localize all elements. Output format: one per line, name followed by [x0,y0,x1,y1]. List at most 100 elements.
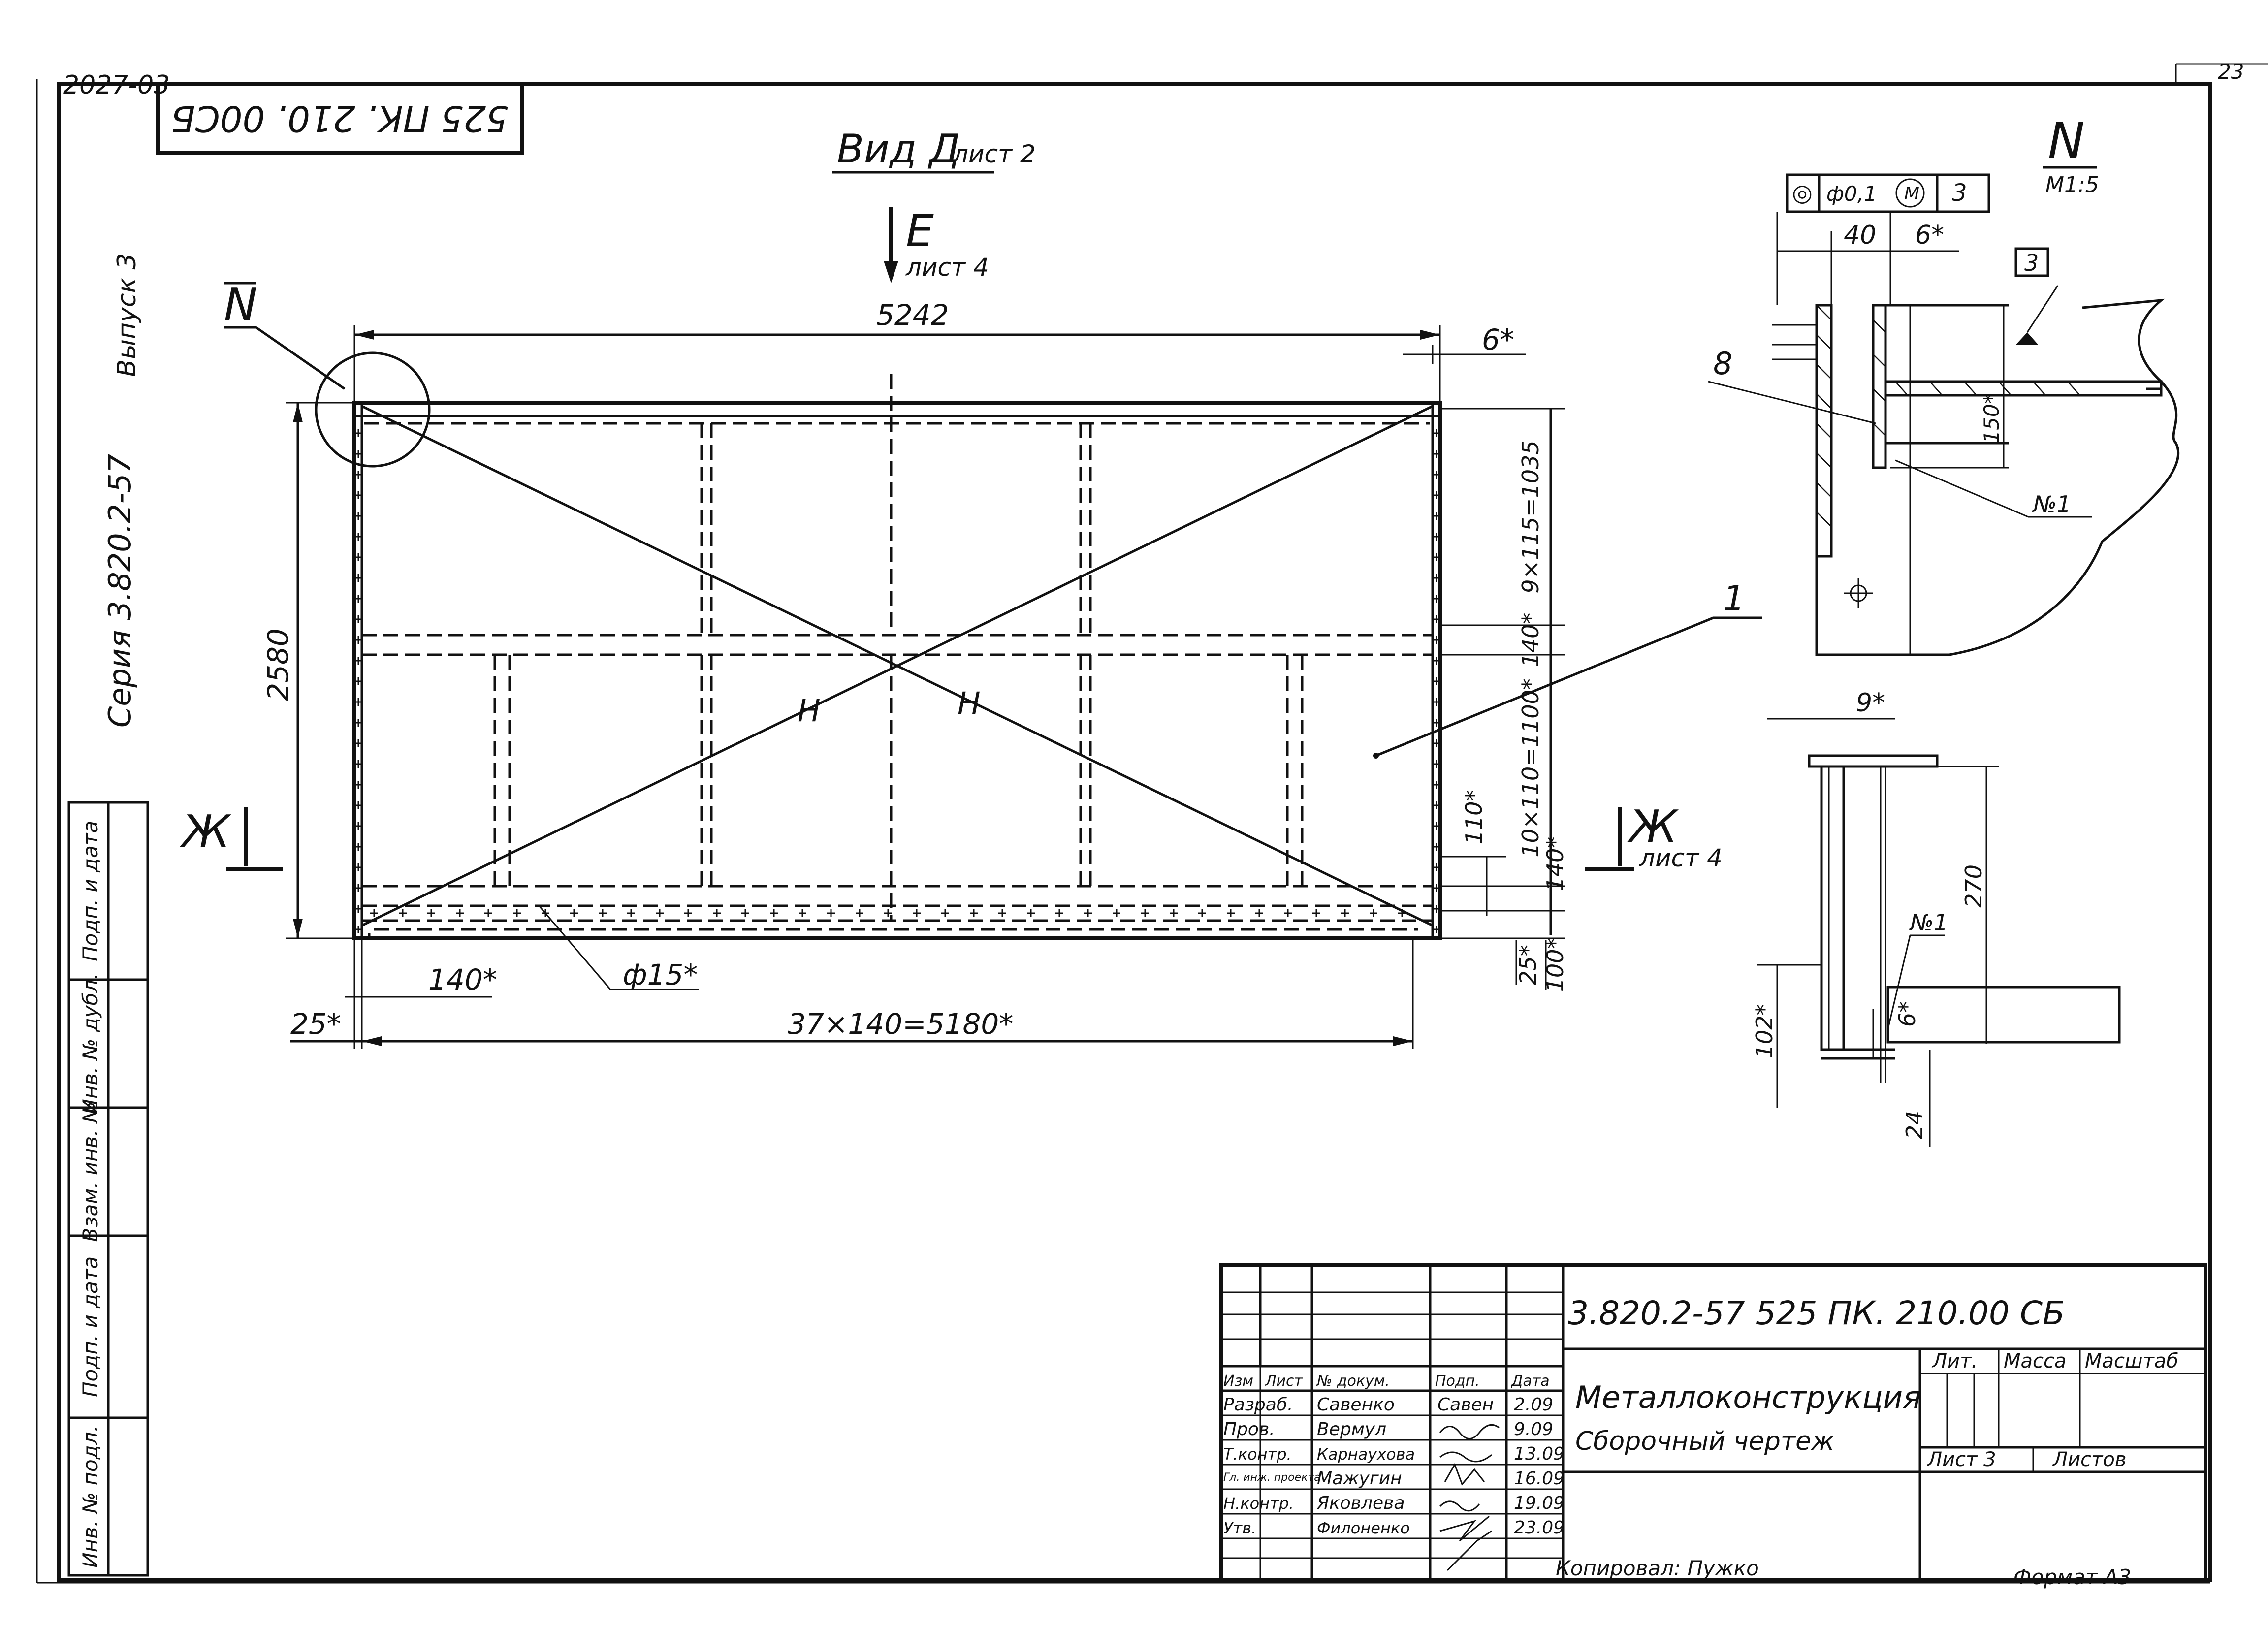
row-role-approver: Утв. [1223,1519,1256,1537]
detail-n-weld-box: 3 [2024,250,2039,276]
bolt-mark [354,553,362,561]
bolt-mark [1341,909,1349,917]
bolt-mark [656,909,664,917]
sheets-total: Листов [2052,1448,2126,1471]
detail-n-title-letter: N [2048,112,2085,169]
bolt-mark [599,909,607,917]
dim-140b-label: 140* [1542,837,1568,892]
issue-label: Выпуск 3 [112,253,142,377]
bolt-mark [354,512,362,520]
bolt-mark [1433,801,1440,809]
section-dim-102: 102* [1751,1004,1778,1059]
product-name: Металлоконструкция [1575,1379,1921,1415]
tolerance-datum: 3 [1952,179,1967,207]
copied-by: Копировал: Пужко [1556,1556,1759,1580]
section-e-marker: Е лист 4 [884,205,989,283]
left-strip-original-inv: Инв. № подл. [78,1425,102,1568]
bolt-mark [1170,909,1178,917]
bolt-mark [354,429,362,437]
bolt-mark [1433,739,1440,747]
detail-n-letter: N [224,279,257,331]
detail-n-marker: N [224,279,431,468]
section-weld-no1: №1 [1909,909,1948,936]
dim-110-label: 110* [1461,790,1487,845]
bolt-mark [998,909,1006,917]
dim-height-2580: 2580 [261,402,354,939]
drawing-type: Сборочный чертеж [1575,1427,1834,1456]
row-date-tech-control: 13.09 [1514,1444,1565,1464]
tolerance-frame: ◎ ф0,1 M 3 [1786,173,1990,213]
bolt-mark [1433,574,1440,582]
bolt-mark [970,909,978,917]
archive-number: 2027-03 [63,70,170,100]
section-dim-24: 24 [1901,1111,1928,1140]
row-date-norm-control: 19.09 [1514,1493,1565,1513]
bolt-mark [1255,909,1263,917]
bolt-mark [513,909,521,917]
tolerance-symbol: ◎ [1792,179,1813,207]
bolt-mark [354,450,362,458]
bolt-mark [941,909,949,917]
detail-n-geometry: 40 6* [1708,212,2180,656]
bolt-mark [354,615,362,623]
detail-n-scale: М1:5 [2045,172,2099,197]
row-date-checker: 9.09 [1514,1419,1553,1439]
bolt-mark [354,719,362,727]
dim-140a-label: 140* [1517,613,1544,668]
rotated-stamp: 525 ПК. 210. 00СБ [156,82,524,155]
bolt-mark [1433,781,1440,789]
dim-25r-label: 25* [1515,945,1541,985]
dim-width-label: 5242 [876,298,949,332]
bolt-mark [354,739,362,747]
detail-n-leader-8: 8 [1713,346,1732,382]
bolt-mark [354,698,362,706]
part-1-label: 1 [1723,578,1745,619]
bolt-mark [884,909,892,917]
row-role-developer: Разраб. [1223,1395,1293,1415]
dim-37x140-label: 37×140=5180* [788,1007,1013,1041]
row-name-approver: Филоненко [1317,1519,1410,1537]
bolt-mark [1284,909,1292,917]
section-e-letter: Е [906,205,934,257]
left-strip: Подп. и дата Инв. № дубл. Взам. инв. № П… [67,801,149,1577]
row-role-chief-engineer: Гл. инж. проекта [1223,1471,1321,1484]
section-zh-right-sheet: лист 4 [1639,844,1723,872]
bolt-mark [1227,909,1235,917]
left-strip-sign-date-1: Подп. и дата [78,821,102,961]
dim-height-label: 2580 [261,628,295,701]
bolt-mark [354,533,362,541]
detail-n-dim-150: 150* [1980,393,2004,443]
section-zh-right-letter: Ж [1627,801,1679,853]
bolt-mark [484,909,492,917]
title-block-rows: Разраб. Савенко Савен 2.09 Пров. Вермул … [1223,1395,1565,1538]
bolt-mark [1433,822,1440,830]
bolt-mark [354,657,362,665]
bolt-mark [354,491,362,499]
bolt-mark [1433,595,1440,603]
bolt-mark [913,909,921,917]
bolt-mark [770,909,778,917]
dim-9x115-label: 9×115=1035 [1517,440,1544,593]
bolt-mark [856,909,863,917]
detail-n-dim-6: 6* [1915,221,1944,250]
header-doc-no: № докум. [1316,1373,1390,1390]
bolt-mark [354,574,362,582]
bolt-mark [1433,863,1440,871]
bolt-row-left [354,429,362,933]
bolt-mark [1433,512,1440,520]
view-title-sheet: лист 2 [952,140,1036,168]
bolt-mark [354,926,362,933]
row-name-developer: Савенко [1317,1395,1395,1415]
bolt-mark [354,677,362,685]
bolt-mark [741,909,749,917]
bolt-row-bottom [370,909,1406,917]
bolt-mark [354,863,362,871]
sheet-frame [36,63,2268,1584]
section-dim-6: 6* [1894,1001,1920,1027]
bolt-mark [354,884,362,892]
section-zh-right: Ж лист 4 [1585,801,1723,872]
bolt-mark [354,760,362,768]
bolt-mark [354,822,362,830]
bolt-mark [1433,926,1440,933]
header-sheet: Лист [1265,1373,1304,1390]
